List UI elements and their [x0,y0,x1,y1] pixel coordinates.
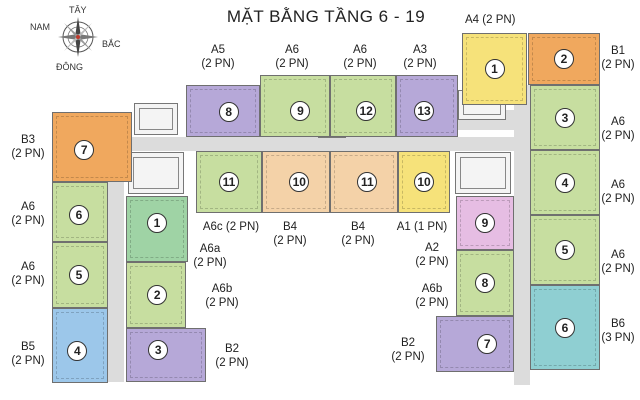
unit-number: 6 [555,317,575,338]
apartment-unit-10-a1[interactable]: 10 [398,151,450,213]
unit-label-b3: B3(2 PN) [11,134,45,160]
unit-label-a6-5: A6(2 PN) [601,249,635,275]
apartment-unit-7-b3[interactable]: 7 [52,112,132,182]
unit-label-a3: A3(2 PN) [403,44,437,70]
apartment-unit-4-a6[interactable]: 4 [530,150,600,215]
apartment-unit-8-a5[interactable]: 8 [186,85,260,137]
apartment-unit-7-b2[interactable]: 7 [436,316,514,372]
apartment-unit-11-b4[interactable]: 11 [330,151,398,213]
unit-label-b2-right: B2(2 PN) [391,337,425,363]
unit-label-a6-3: A6(2 PN) [601,116,635,142]
unit-label-a1: A1 (1 PN) [396,221,448,233]
unit-number: 7 [477,334,498,354]
unit-label-a6-left-5: A6(2 PN) [11,261,45,287]
apartment-unit-3-a6[interactable]: 3 [530,85,600,150]
unit-label-a6b-left: A6b(2 PN) [205,283,239,309]
unit-number: 10 [414,172,434,192]
apartment-unit-2-b1[interactable]: 2 [528,33,600,85]
unit-number: 1 [484,59,505,79]
elevator-core-right [455,152,511,194]
compass: TÂY NAM BẮC ĐÔNG [30,5,140,75]
apartment-unit-5-a6[interactable]: 5 [530,215,600,285]
unit-label-b6: B6(3 PN) [601,318,635,344]
unit-label-a6-4: A6(2 PN) [601,179,635,205]
unit-number: 1 [147,212,167,233]
unit-label-a6-top-12: A6(2 PN) [343,44,377,70]
unit-label-a6a: A6a(2 PN) [193,243,227,269]
unit-number: 8 [475,273,495,293]
compass-east-label: BẮC [102,39,121,49]
unit-label-a6c: A6c (2 PN) [202,221,260,233]
unit-label-a6-top-9: A6(2 PN) [275,44,309,70]
unit-number: 4 [67,341,88,362]
compass-north-label: TÂY [69,5,87,15]
unit-number: 9 [475,213,495,233]
unit-number: 2 [554,49,574,69]
corridor-right [514,85,530,385]
apartment-unit-8-a6b[interactable]: 8 [456,250,514,316]
unit-label-b4-right: B4(2 PN) [341,221,375,247]
unit-number: 9 [290,100,311,121]
apartment-unit-12-a6[interactable]: 12 [330,75,396,137]
unit-number: 7 [74,140,95,161]
apartment-unit-6-b6[interactable]: 6 [530,285,600,370]
unit-label-b1: B1(2 PN) [601,45,635,71]
unit-label-b4-left: B4(2 PN) [273,221,307,247]
unit-number: 5 [68,265,89,285]
unit-label-a6-left-6: A6(2 PN) [11,201,45,227]
unit-label-b5: B5(2 PN) [11,341,45,367]
page-title: MẶT BẰNG TẦNG 6 - 19 [226,7,426,26]
unit-label-a6b-right: A6b(2 PN) [415,283,449,309]
unit-number: 8 [218,102,239,122]
apartment-unit-2-a6b[interactable]: 2 [126,262,186,328]
unit-number: 6 [68,204,89,225]
unit-number: 12 [356,100,377,121]
corridor-top [110,137,530,151]
apartment-unit-9-a6[interactable]: 9 [260,75,330,137]
elevator-core-left [128,152,184,194]
apartment-unit-10-b4[interactable]: 10 [262,151,330,213]
unit-label-b2-left: B2(2 PN) [215,343,249,369]
unit-label-a4: A4 (2 PN) [465,14,516,26]
corridor-left [108,137,124,382]
apartment-unit-13-a3[interactable]: 13 [396,75,458,137]
unit-number: 13 [414,100,434,121]
unit-label-a5: A5(2 PN) [201,44,235,70]
apartment-unit-4-b5[interactable]: 4 [52,308,108,383]
stair-core-top-left [134,103,178,135]
compass-west-label: NAM [30,22,50,32]
unit-number: 10 [289,172,310,192]
apartment-unit-1-a6a[interactable]: 1 [126,196,188,262]
unit-label-a2: A2(2 PN) [415,242,449,268]
unit-number: 3 [555,107,575,128]
apartment-unit-11-a6c[interactable]: 11 [196,151,262,213]
unit-number: 11 [357,172,378,192]
apartment-unit-6-a6[interactable]: 6 [52,182,108,242]
apartment-unit-9-a2[interactable]: 9 [456,196,514,250]
compass-south-label: ĐÔNG [56,62,83,72]
compass-rose-icon [58,17,98,57]
apartment-unit-3-b2[interactable]: 3 [126,328,206,382]
unit-number: 3 [148,339,169,360]
unit-number: 5 [555,240,575,260]
unit-number: 11 [219,172,239,192]
apartment-unit-5-a6[interactable]: 5 [52,242,108,308]
unit-number: 2 [147,285,168,305]
unit-number: 4 [555,172,575,193]
apartment-unit-1-a4[interactable]: 1 [462,33,527,105]
